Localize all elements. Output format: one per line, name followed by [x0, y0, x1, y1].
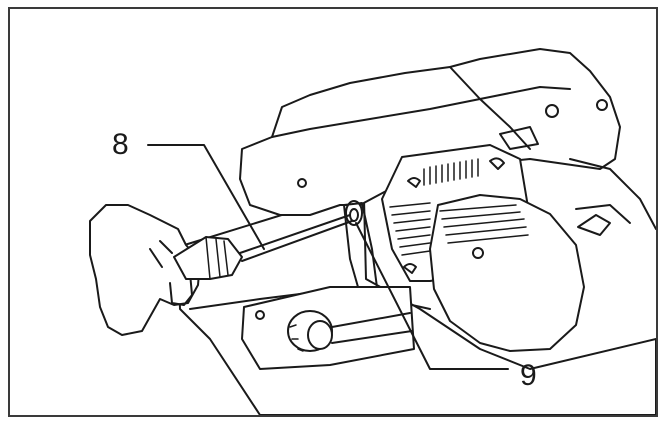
cover-vents: [389, 158, 479, 256]
housing-screw-3: [297, 178, 307, 188]
cover-slot-top: [407, 177, 421, 188]
belt-cover-ribs: [439, 204, 529, 244]
cover-slot-right: [489, 157, 505, 170]
housing-screw-1: [545, 104, 559, 118]
callout-label-9: 9: [520, 359, 537, 392]
cover-slot-bottom: [403, 263, 417, 274]
housing-clip: [499, 126, 539, 150]
illustration-frame: 8 9: [8, 7, 658, 417]
right-side-housing: [569, 158, 656, 230]
belt-cover: [429, 194, 585, 352]
knob-shaft-guides: [331, 312, 413, 344]
leader-line-8: [147, 144, 265, 250]
belt-cover-screw: [472, 247, 484, 259]
right-lever: [577, 214, 611, 236]
callout-label-8: 8: [112, 128, 129, 161]
housing-ridge: [271, 86, 571, 138]
housing-rear-rim: [449, 66, 531, 150]
hand-knuckle: [149, 240, 173, 268]
leader-line-9: [355, 222, 509, 370]
side-plate-screw: [255, 310, 265, 320]
screwdriver-shaft: [239, 214, 353, 262]
screwdriver: [173, 214, 353, 280]
belt-sander-illustration: [89, 48, 656, 415]
housing-screw-2: [596, 99, 608, 111]
adjustment-knob: [287, 310, 333, 352]
right-side-detail: [575, 204, 631, 224]
